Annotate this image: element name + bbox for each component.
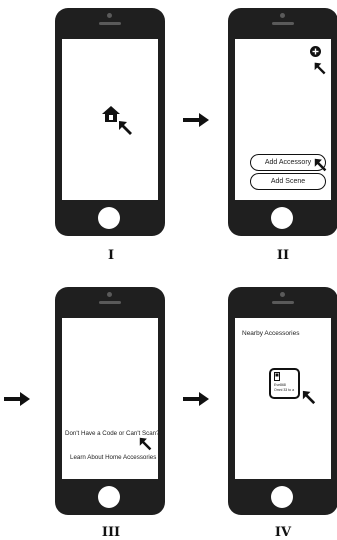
cursor-arrow-icon [119, 121, 132, 135]
phone-screen: Nearby Accessories Eve868 Omni 33 to a [235, 318, 331, 479]
phone-screen [62, 39, 158, 200]
home-button[interactable] [98, 207, 120, 229]
front-camera [280, 13, 285, 18]
cursor-arrow-icon [302, 390, 316, 405]
tile-label-2: Omni 33 to a [274, 388, 295, 392]
home-button[interactable] [271, 207, 293, 229]
phone-screen: Don't Have a Code or Can't Scan? Learn A… [62, 318, 160, 479]
step-numeral-4: IV [274, 525, 292, 540]
speaker-grille [99, 22, 121, 25]
speaker-grille [272, 301, 294, 304]
step-numeral-3: III [101, 525, 121, 540]
phone-step-3: Don't Have a Code or Can't Scan? Learn A… [55, 287, 165, 515]
front-camera [107, 13, 112, 18]
cursor-arrow-icon [314, 62, 326, 75]
accessory-tile[interactable]: Eve868 Omni 33 to a [269, 368, 300, 399]
learn-more-link[interactable]: Learn About Home Accessories [70, 454, 157, 461]
phone-screen: Add Accessory Add Scene [235, 39, 331, 200]
arrow-right-icon [4, 392, 30, 406]
home-button[interactable] [98, 486, 120, 508]
front-camera [280, 292, 285, 297]
phone-step-1 [55, 8, 165, 236]
front-camera [107, 292, 112, 297]
phone-step-4: Nearby Accessories Eve868 Omni 33 to a [228, 287, 337, 515]
tile-label-1: Eve868 [274, 383, 286, 387]
no-code-link[interactable]: Don't Have a Code or Can't Scan? [65, 430, 160, 437]
plus-circle-icon[interactable] [310, 46, 321, 57]
step-numeral-2: II [276, 248, 290, 263]
cursor-arrow-icon [139, 437, 152, 451]
home-icon[interactable] [101, 105, 121, 123]
speaker-grille [99, 301, 121, 304]
phone-step-2: Add Accessory Add Scene [228, 8, 337, 236]
accessory-device-icon [274, 372, 280, 381]
speaker-grille [272, 22, 294, 25]
arrow-right-icon [183, 113, 209, 127]
step-numeral-1: I [107, 248, 115, 263]
home-button[interactable] [271, 486, 293, 508]
cursor-arrow-icon [314, 158, 327, 172]
nearby-accessories-title: Nearby Accessories [242, 330, 300, 337]
add-scene-button[interactable]: Add Scene [250, 173, 326, 190]
add-accessory-button[interactable]: Add Accessory [250, 154, 326, 171]
arrow-right-icon [183, 392, 209, 406]
